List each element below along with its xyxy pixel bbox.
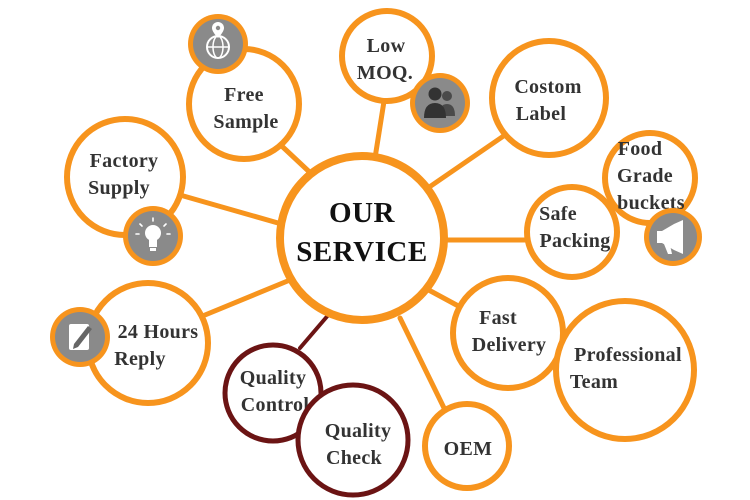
- professional-team-line2: Team: [570, 371, 618, 393]
- factory-supply-line1: Factory: [90, 150, 159, 172]
- low-moq-line1: Low: [367, 35, 406, 57]
- free-sample-line1: Free: [224, 84, 264, 106]
- center-title-line2: SERVICE: [296, 236, 427, 268]
- reply-24h-line2: Reply: [114, 348, 166, 370]
- node-fast-delivery: Fast Delivery: [450, 275, 566, 391]
- center-node: OUR SERVICE: [276, 152, 448, 324]
- globe-pin-icon: [188, 14, 248, 74]
- quality-control-line2: Control: [241, 394, 310, 416]
- node-free-sample: Free Sample: [186, 46, 302, 162]
- food-grade-line1: Food: [618, 138, 663, 160]
- connector-custom-label: [422, 132, 508, 193]
- quality-check-line2: Check: [326, 447, 383, 469]
- connector-quality-control: [298, 311, 332, 350]
- fast-delivery-line1: Fast: [479, 307, 517, 329]
- custom-label-line2: Label: [516, 103, 567, 125]
- fast-delivery-line2: Delivery: [472, 334, 547, 356]
- node-professional-team: Professional Team: [553, 298, 697, 442]
- free-sample-line2: Sample: [213, 111, 278, 133]
- quality-control-line1: Quality: [240, 367, 307, 389]
- lightbulb-icon: [123, 206, 183, 266]
- safe-packing-line1: Safe: [539, 203, 577, 225]
- connector-low-moq: [372, 92, 388, 161]
- safe-packing-line2: Packing: [540, 230, 611, 252]
- low-moq-line2: MOQ.: [357, 62, 413, 84]
- factory-supply-line2: Supply: [88, 177, 150, 199]
- connector-24-hours: [202, 277, 293, 318]
- node-safe-packing: Safe Packing: [524, 184, 620, 280]
- professional-team-line1: Professional: [574, 344, 682, 366]
- connector-factory-supply: [177, 192, 288, 228]
- pencil-note-icon: [50, 307, 110, 367]
- custom-label-line1: Costom: [514, 76, 581, 98]
- quality-check-line1: Quality: [325, 420, 392, 442]
- node-quality-check: Quality Check: [295, 382, 411, 498]
- oem-line1: OEM: [444, 438, 493, 460]
- reply-24h-line1: 24 Hours: [118, 321, 199, 343]
- node-quality-control: Quality Control: [222, 342, 324, 444]
- food-grade-line2: Grade: [617, 165, 673, 187]
- connectors: [177, 92, 563, 413]
- node-oem: OEM: [422, 401, 512, 491]
- connector-oem: [397, 315, 448, 413]
- people-icon: [410, 73, 470, 133]
- node-custom-label: Costom Label: [489, 38, 609, 158]
- node-low-moq: Low MOQ.: [339, 8, 435, 104]
- center-title-line1: OUR: [329, 197, 396, 229]
- megaphone-icon: [644, 208, 702, 266]
